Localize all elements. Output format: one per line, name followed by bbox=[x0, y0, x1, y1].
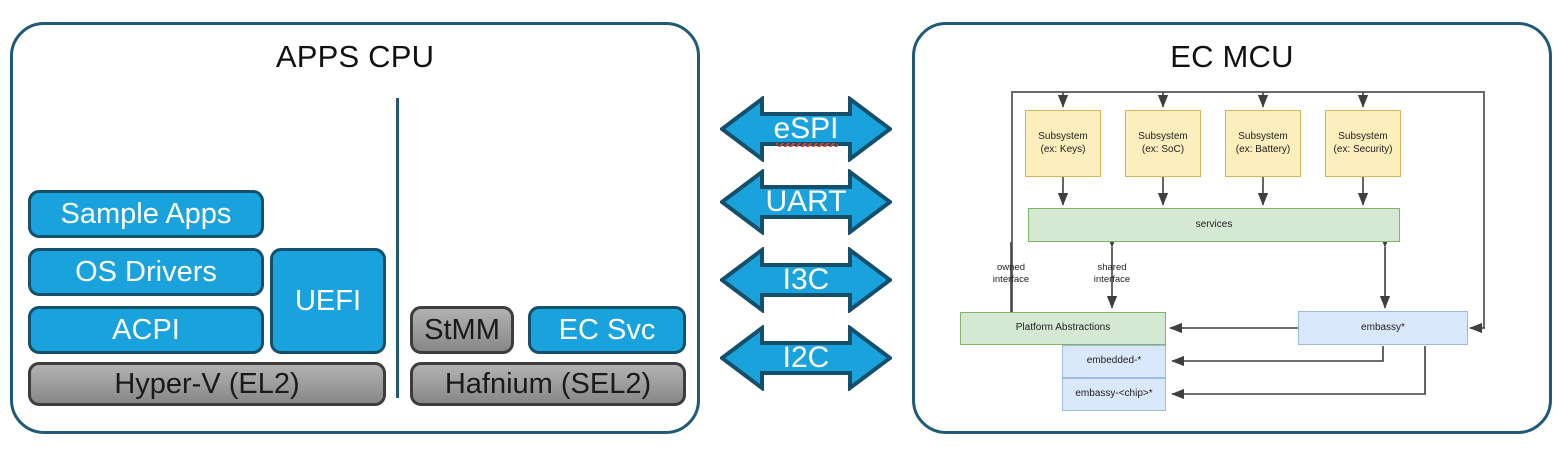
ec-subsystem-security[interactable]: Subsystem (ex: Security) bbox=[1325, 110, 1401, 177]
ec-services-box[interactable]: services bbox=[1028, 208, 1400, 242]
block-sample-apps[interactable]: Sample Apps bbox=[28, 190, 264, 238]
block-stmm-label: StMM bbox=[424, 313, 500, 346]
block-acpi[interactable]: ACPI bbox=[28, 306, 264, 354]
edge-label-shared-interface: shared interface bbox=[1093, 262, 1131, 286]
block-hyper-v-label: Hyper-V (EL2) bbox=[114, 367, 300, 400]
bus-arrow-espi-shape bbox=[720, 96, 892, 162]
apps-cpu-title: APPS CPU bbox=[275, 39, 435, 74]
ec-embedded-label: embedded-* bbox=[1086, 355, 1142, 367]
ec-embassy-chip-box[interactable]: embassy-<chip>* bbox=[1062, 378, 1166, 411]
edge-label-owned-interface: owned interface bbox=[992, 262, 1030, 286]
ec-platform-abstractions-label: Platform Abstractions bbox=[1015, 322, 1111, 334]
block-hafnium-label: Hafnium (SEL2) bbox=[444, 367, 652, 400]
ec-platform-abstractions-box[interactable]: Platform Abstractions bbox=[960, 312, 1166, 345]
block-uefi[interactable]: UEFI bbox=[270, 248, 386, 354]
bus-arrow-i3c[interactable]: I3C bbox=[720, 247, 892, 313]
ec-mcu-title: EC MCU bbox=[1170, 39, 1294, 74]
ec-embassy-box[interactable]: embassy* bbox=[1298, 311, 1468, 345]
ec-subsystem-keys-label: Subsystem (ex: Keys) bbox=[1038, 131, 1088, 155]
bus-arrow-i3c-shape bbox=[720, 247, 892, 313]
block-sample-apps-label: Sample Apps bbox=[60, 197, 232, 230]
block-os-drivers[interactable]: OS Drivers bbox=[28, 248, 264, 296]
block-ec-svc-label: EC Svc bbox=[558, 313, 656, 346]
block-acpi-label: ACPI bbox=[112, 313, 180, 346]
block-os-drivers-label: OS Drivers bbox=[75, 255, 217, 288]
bus-arrow-i2c-shape bbox=[720, 325, 892, 391]
ec-subsystem-battery[interactable]: Subsystem (ex: Battery) bbox=[1225, 110, 1301, 177]
block-ec-svc[interactable]: EC Svc bbox=[528, 306, 686, 354]
ec-subsystem-soc[interactable]: Subsystem (ex: SoC) bbox=[1125, 110, 1201, 177]
ec-subsystem-security-label: Subsystem (ex: Security) bbox=[1333, 131, 1393, 155]
ec-embassy-chip-label: embassy-<chip>* bbox=[1075, 388, 1153, 400]
block-stmm[interactable]: StMM bbox=[410, 306, 514, 354]
bus-arrow-espi[interactable]: eSPI bbox=[720, 96, 892, 162]
ec-services-label: services bbox=[1195, 218, 1233, 230]
ec-embassy-label: embassy* bbox=[1361, 321, 1405, 333]
ec-subsystem-keys[interactable]: Subsystem (ex: Keys) bbox=[1025, 110, 1101, 177]
bus-arrow-uart-shape bbox=[720, 169, 892, 235]
ec-subsystem-battery-label: Subsystem (ex: Battery) bbox=[1235, 131, 1291, 155]
bus-arrow-i2c[interactable]: I2C bbox=[720, 325, 892, 391]
ec-mcu-bus-bracket bbox=[1011, 91, 1485, 328]
block-uefi-label: UEFI bbox=[294, 284, 362, 317]
ec-embedded-box[interactable]: embedded-* bbox=[1062, 345, 1166, 378]
block-hyper-v[interactable]: Hyper-V (EL2) bbox=[28, 362, 386, 406]
apps-cpu-divider bbox=[396, 98, 399, 398]
ec-subsystem-soc-label: Subsystem (ex: SoC) bbox=[1138, 131, 1188, 155]
bus-arrow-uart[interactable]: UART bbox=[720, 169, 892, 235]
block-hafnium[interactable]: Hafnium (SEL2) bbox=[410, 362, 686, 406]
spellcheck-squiggle-icon bbox=[776, 143, 838, 147]
